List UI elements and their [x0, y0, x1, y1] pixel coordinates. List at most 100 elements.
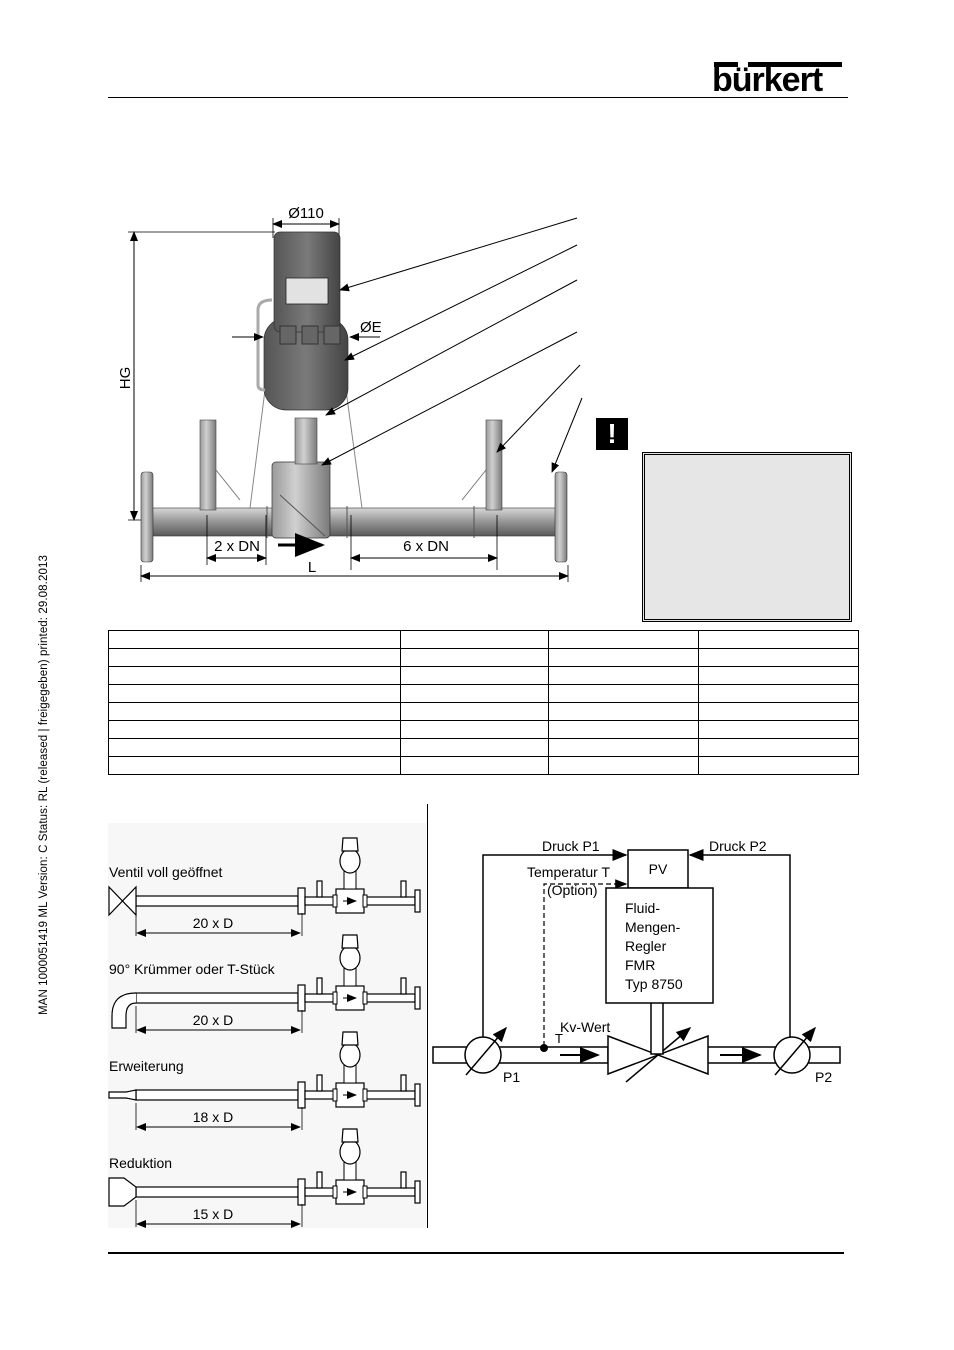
table-cell	[399, 684, 550, 703]
controller-label-line: Mengen-	[625, 919, 681, 935]
example-distance: 20 x D	[193, 915, 233, 931]
controller-label-line: Fluid-	[625, 900, 660, 916]
brand-name: bürkert	[712, 61, 823, 99]
burkert-logo: bürkert	[712, 58, 844, 98]
table-row	[108, 738, 859, 757]
panel-divider	[427, 804, 428, 1228]
table-row	[108, 702, 859, 721]
header-rule	[108, 97, 848, 98]
controller-label-line: FMR	[625, 957, 655, 973]
table-cell	[108, 756, 401, 775]
table-cell	[698, 720, 859, 739]
table-row	[108, 756, 859, 775]
valve-actuator-link	[650, 1001, 664, 1055]
installation-example-reduction: Reduktion 15 x D	[108, 1128, 421, 1228]
body-diameter-dimension: ØE	[232, 319, 382, 341]
controller-box	[605, 887, 714, 1004]
table-cell	[108, 738, 401, 757]
table-cell	[698, 702, 859, 721]
valve-stem	[294, 417, 318, 465]
table-cell	[548, 720, 700, 739]
table-cell	[108, 702, 401, 721]
valve-body	[271, 461, 331, 539]
example-distance: 15 x D	[193, 1206, 233, 1222]
expansion-symbol	[108, 1089, 137, 1101]
table-row	[108, 720, 859, 739]
table-cell	[698, 666, 859, 685]
display-panel	[285, 277, 329, 305]
reduction-symbol	[108, 1177, 137, 1207]
total-length-dimension: L	[140, 559, 569, 582]
callout-1	[339, 217, 578, 292]
table-cell	[548, 648, 700, 667]
table-cell	[399, 738, 550, 757]
installation-example-expansion: Erweiterung 18 x D	[108, 1031, 421, 1131]
table-cell	[698, 756, 859, 775]
document-info: MAN 1000051419 ML Version: C Status: RL …	[38, 555, 50, 1015]
table-cell	[108, 630, 401, 649]
height-label: HG	[117, 367, 134, 390]
table-row	[108, 684, 859, 703]
table-cell	[548, 630, 700, 649]
pv-label: PV	[649, 861, 668, 877]
example-label: Ventil voll geöffnet	[109, 864, 222, 880]
outlet-section-dimension: 6 x DN	[350, 515, 498, 570]
height-dimension: HG	[117, 231, 275, 521]
pressure-tap-outlet	[485, 419, 503, 511]
valve-label: Kv-Wert	[560, 1019, 610, 1035]
callout-4	[321, 331, 578, 466]
signal-line-p2	[688, 849, 791, 1037]
inlet-section-label: 2 x DN	[214, 538, 260, 555]
pipe-assembly	[140, 231, 568, 563]
signal-line-p1	[482, 849, 628, 1037]
table-cell	[108, 666, 401, 685]
inlet-section-dimension: 2 x DN	[206, 515, 267, 565]
controller-label-line: Regler	[625, 938, 667, 954]
example-label: Erweiterung	[109, 1058, 184, 1074]
table-cell	[548, 684, 700, 703]
table-cell	[399, 720, 550, 739]
valve-symbol	[108, 885, 137, 917]
table-cell	[548, 738, 700, 757]
body-diameter-label: ØE	[360, 319, 382, 336]
table-row	[108, 648, 859, 667]
temperature-point	[540, 1044, 548, 1052]
temperature-label: Temperatur T	[527, 864, 610, 880]
inlet-flange	[140, 471, 154, 563]
temperature-option-label: (Option)	[547, 882, 598, 898]
table-cell	[399, 648, 550, 667]
elbow-symbol	[111, 992, 137, 1029]
table-cell	[399, 666, 550, 685]
callout-5	[496, 364, 581, 453]
table-cell	[399, 756, 550, 775]
logo-bars	[714, 62, 842, 68]
warning-note-box	[642, 452, 852, 622]
top-diameter-label: Ø110	[288, 205, 324, 222]
sensor-p2-label: P2	[815, 1069, 832, 1085]
callout-3	[325, 279, 578, 416]
installation-panel-bg	[108, 823, 426, 1228]
table-cell	[698, 630, 859, 649]
pressure-tap-inlet	[199, 419, 217, 511]
table-cell	[108, 648, 401, 667]
callout-leaders	[321, 217, 583, 473]
table-cell	[399, 630, 550, 649]
callout-6	[551, 397, 583, 473]
table-cell	[548, 756, 700, 775]
table-cell	[108, 684, 401, 703]
callout-2	[344, 244, 578, 361]
control-schematic: Kv-Wert P1 P2 T PV Fluid-Mengen-ReglerFM…	[432, 838, 841, 1085]
table-cell	[399, 702, 550, 721]
installation-examples: Ventil voll geöffnet 20 x D 90° Krümmer od…	[108, 837, 421, 1228]
installation-example-valve: Ventil voll geöffnet 20 x D	[108, 837, 421, 937]
total-length-label: L	[308, 559, 316, 576]
example-label: Reduktion	[109, 1155, 172, 1171]
pressure-1-label: Druck P1	[542, 838, 600, 854]
signal-line-temperature	[543, 879, 628, 1046]
table-row	[108, 666, 859, 685]
table-cell	[698, 738, 859, 757]
example-distance: 18 x D	[193, 1109, 233, 1125]
table-cell	[698, 648, 859, 667]
